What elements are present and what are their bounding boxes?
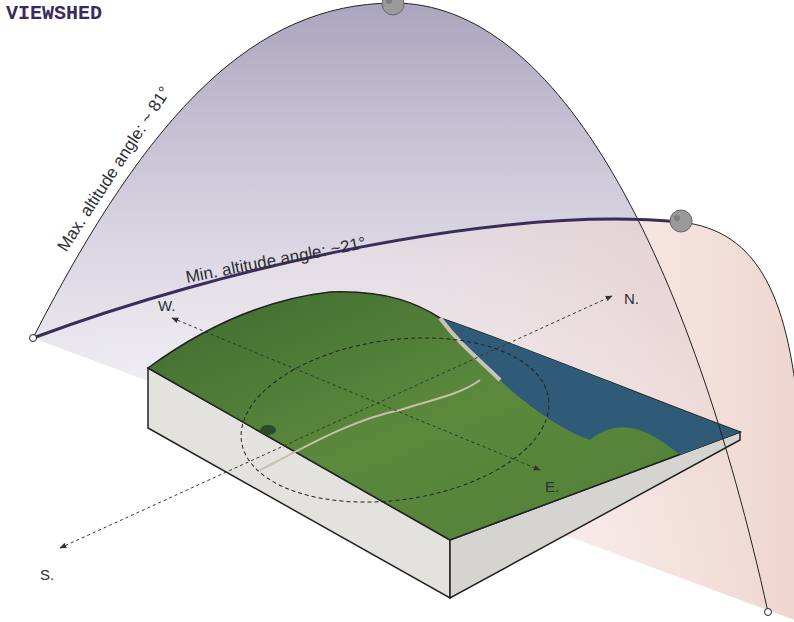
compass-label: S. — [40, 566, 54, 583]
title: VIEWSHED — [6, 2, 102, 25]
track — [260, 380, 480, 470]
min-arc — [33, 219, 680, 338]
land-surface — [148, 292, 740, 540]
observer-point — [30, 335, 37, 342]
west-east-axis — [172, 318, 540, 470]
min-arc-tail — [680, 222, 794, 430]
compass-label: N. — [624, 290, 639, 307]
moon — [382, 0, 404, 15]
pond — [260, 425, 276, 435]
moon-crater — [674, 215, 680, 221]
compass-label: E. — [545, 478, 559, 495]
min-arc-fill — [33, 219, 794, 622]
moon — [670, 210, 692, 232]
viewshed-ellipse — [230, 319, 559, 521]
max-arc — [33, 3, 768, 612]
end-point — [765, 609, 772, 616]
sea — [440, 318, 740, 455]
compass-label: W. — [158, 297, 176, 314]
south-north-axis — [60, 296, 612, 548]
moon-crater — [386, 0, 392, 4]
